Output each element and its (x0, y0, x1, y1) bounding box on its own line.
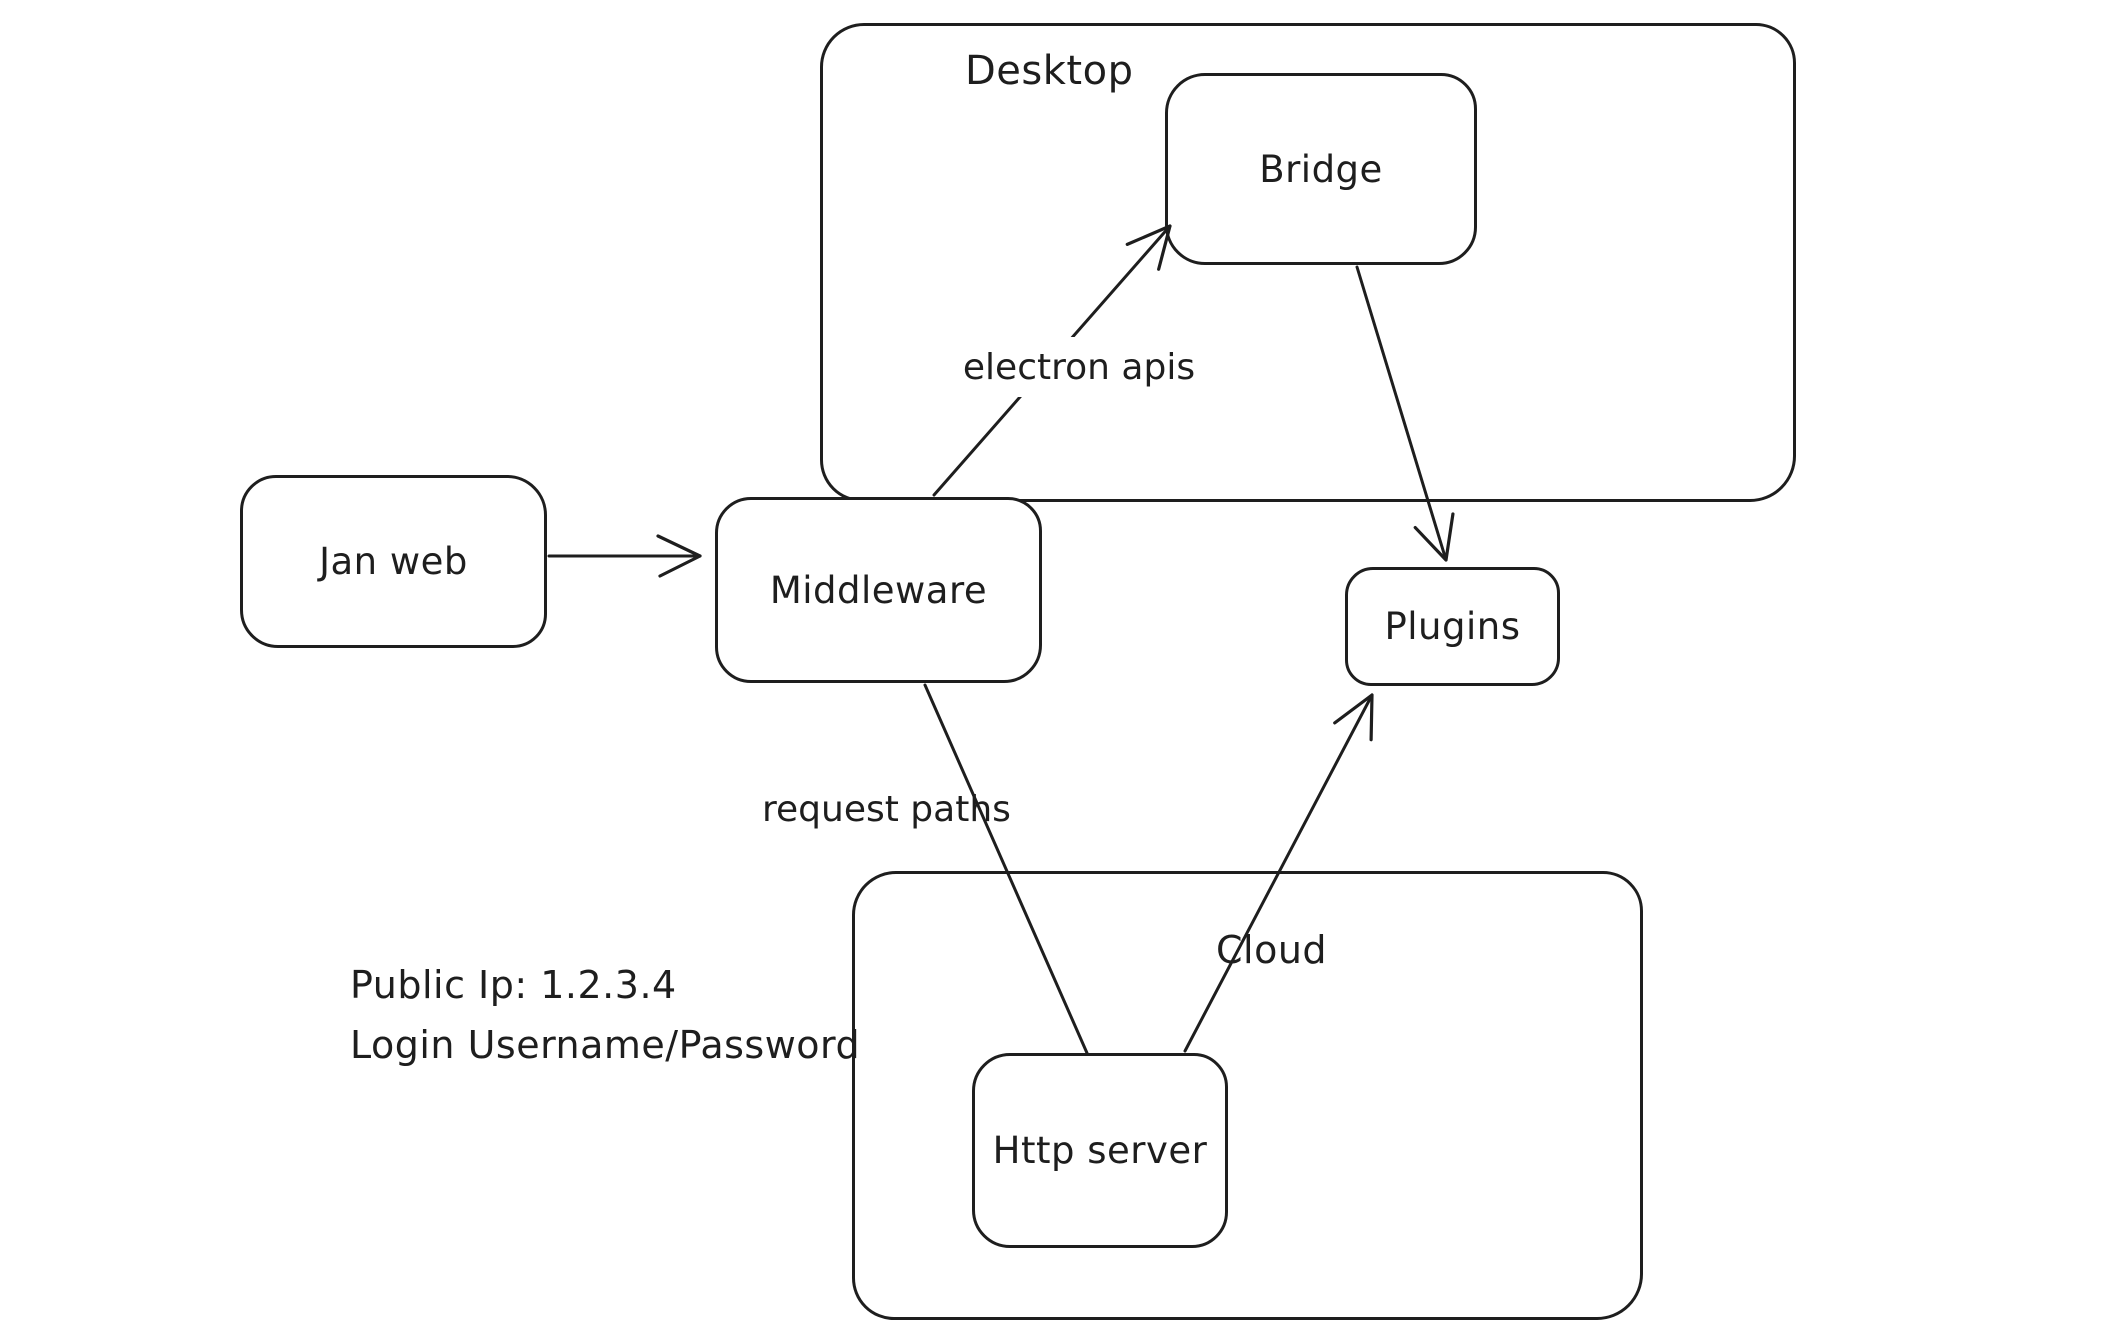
cloud-credentials-note[interactable]: Public Ip: 1.2.3.4 Login Username/Passwo… (350, 955, 860, 1075)
arrow-bridge-to-plugins[interactable] (1355, 265, 1455, 562)
node-bridge[interactable]: Bridge (1165, 73, 1477, 265)
public-ip-text: Public Ip: 1.2.3.4 (350, 963, 677, 1007)
login-text: Login Username/Password (350, 1023, 861, 1067)
node-jan-web[interactable]: Jan web (240, 475, 547, 648)
http-server-label: Http server (992, 1129, 1208, 1172)
cloud-group-label[interactable]: Cloud (1216, 928, 1328, 972)
cloud-group-box[interactable] (852, 871, 1643, 1320)
node-http-server[interactable]: Http server (972, 1053, 1228, 1248)
line-middleware-to-httpserver[interactable] (923, 683, 1089, 1055)
node-plugins[interactable]: Plugins (1345, 567, 1560, 686)
desktop-group-label[interactable]: Desktop (965, 48, 1134, 94)
node-middleware[interactable]: Middleware (715, 497, 1042, 683)
bridge-label: Bridge (1259, 147, 1383, 191)
edge-label-request-paths[interactable]: request paths (762, 789, 1011, 830)
middleware-label: Middleware (769, 568, 988, 612)
arrow-httpserver-to-plugins[interactable] (1183, 693, 1374, 1053)
edge-label-electron-apis[interactable]: electron apis (928, 337, 1230, 397)
plugins-label: Plugins (1384, 605, 1521, 648)
jan-web-label: Jan web (319, 540, 468, 583)
desktop-group-box[interactable] (820, 23, 1796, 502)
